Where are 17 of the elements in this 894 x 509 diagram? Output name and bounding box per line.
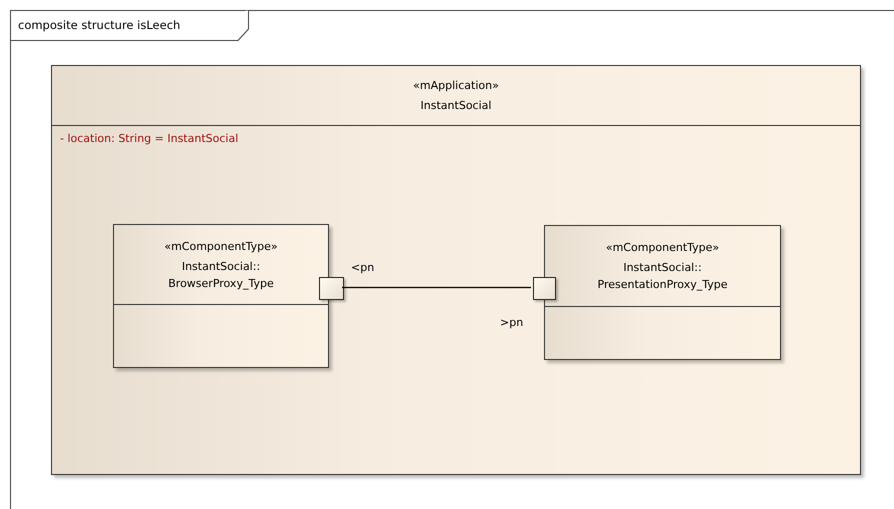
connector-line [342,286,531,288]
class-name: InstantSocial [420,98,492,114]
class-box [113,224,329,368]
port-label: >pn [500,316,524,329]
stereotype-label: «mComponentType» [164,238,278,254]
attribute-text: - location: String = InstantSocial [60,132,238,145]
port-label: <pn [351,261,374,274]
class-box [544,225,781,360]
class-box [51,65,861,475]
port-square [319,277,344,300]
port-square [533,277,556,300]
diagram-frame [10,10,894,509]
stereotype-label: «mApplication» [413,78,499,94]
class-name: InstantSocial:: BrowserProxy_Type [167,258,275,292]
class-name: InstantSocial:: PresentationProxy_Type [596,260,728,293]
stereotype-label: «mComponentType» [606,240,720,256]
frame-title: composite structure isLeech [18,18,180,32]
